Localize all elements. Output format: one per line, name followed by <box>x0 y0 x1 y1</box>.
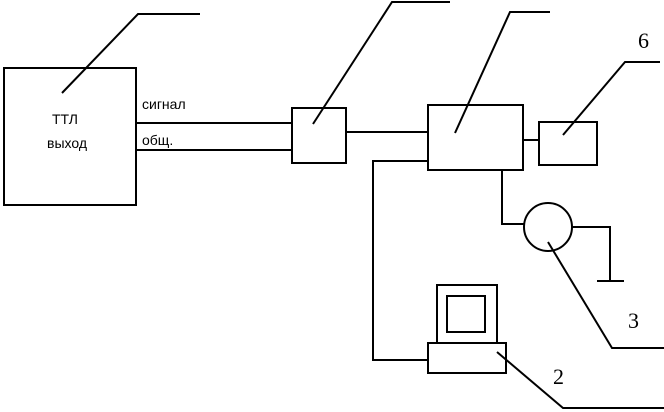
display-callout-number: 6 <box>638 28 649 53</box>
computer-icon <box>427 284 507 374</box>
interface-leader-line <box>312 1 450 125</box>
display-leader-line <box>562 61 660 136</box>
main-unit-block <box>427 104 524 171</box>
main-unit-leader-line <box>454 11 550 134</box>
ttl-output-block: ТТЛ выход <box>3 67 137 206</box>
main-to-probe-wire <box>501 170 524 225</box>
interface-block <box>291 107 347 164</box>
computer-leader-line <box>496 351 664 409</box>
signal-terminal-label: сигнал <box>142 96 186 112</box>
probe-leader-line <box>547 241 664 349</box>
main-to-computer-wire <box>372 160 428 361</box>
probe-callout-number: 3 <box>628 308 639 333</box>
ttl-leader-line <box>61 13 200 94</box>
computer-base <box>427 342 507 374</box>
computer-callout-number: 2 <box>553 364 564 389</box>
probe-ground-wire <box>572 226 611 281</box>
common-terminal-label: общ. <box>142 132 173 148</box>
output-label: выход <box>47 135 87 151</box>
computer-screen <box>446 295 486 333</box>
ttl-label: ТТЛ <box>52 111 78 127</box>
